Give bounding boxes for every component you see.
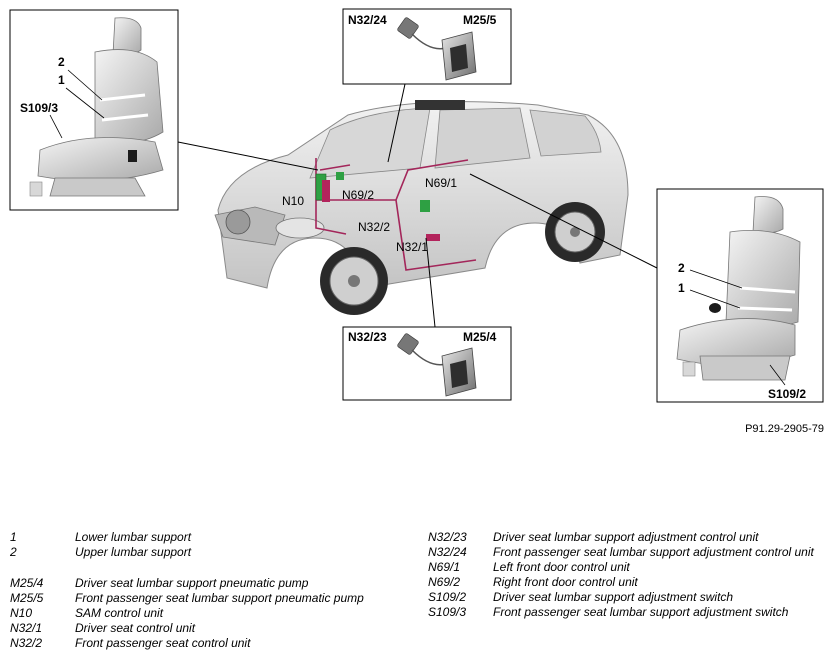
figure-reference: P91.29-2905-79 [745,423,824,435]
legend-description: Front passenger seat lumbar support adju… [493,545,814,559]
leader-line [387,83,406,163]
legend-description: Driver seat control unit [75,621,196,635]
callout-lower-lumbar: 1 [58,73,65,87]
leader-line [49,114,63,139]
leader-line [177,141,319,171]
callout-n32-23: N32/23 [348,330,387,344]
callout-n32-2: N32/2 [358,220,390,234]
legend-description: Lower lumbar support [75,530,192,544]
legend-description: Front passenger seat lumbar support pneu… [75,591,364,605]
callout-upper-lumbar: 2 [58,55,65,69]
callout-m25-5: M25/5 [463,13,497,27]
component-location-diagram: 2 1 S109/3 N32/24 M25/5 [9,8,824,403]
legend-code: 2 [10,545,17,559]
legend-item: N69/2 Right front door control unit [428,575,828,590]
legend-code: N32/23 [428,530,467,544]
legend-item: M25/4 Driver seat lumbar support pneumati… [10,576,410,591]
legend-description: Front passenger seat lumbar support adju… [493,605,789,619]
legend-item: N32/1 Driver seat control unit [10,621,410,636]
legend-description: Driver seat lumbar support adjustment sw… [493,590,734,604]
callout-n69-1: N69/1 [425,176,457,190]
legend-description: Driver seat lumbar support adjustment co… [493,530,759,544]
left-seat-inset: 2 1 S109/3 [9,9,179,211]
legend-item: M25/5 Front passenger seat lumbar support… [10,591,410,606]
legend-description: Front passenger seat control unit [75,636,251,650]
legend-spacer [10,560,410,576]
legend-column-left: 1 Lower lumbar support 2 Upper lumbar suppo… [10,530,410,651]
leader-line [769,364,786,386]
legend-code: M25/4 [10,576,44,590]
legend-code: N32/24 [428,545,467,559]
legend-description: SAM control unit [75,606,164,620]
vehicle-illustration [214,100,629,315]
legend-item: N10 SAM control unit [10,606,410,621]
pneumatic-pump-illustration [441,31,477,81]
callout-n32-1: N32/1 [396,240,428,254]
legend-item: N32/2 Front passenger seat control unit [10,636,410,651]
leader-line [689,269,743,289]
leader-line [469,173,658,269]
callout-s109-2: S109/2 [768,387,806,401]
leader-line [425,237,436,328]
legend-item: 2 Upper lumbar support [10,545,410,560]
passenger-seat-illustration [29,17,164,197]
callout-upper-lumbar: 2 [678,261,685,275]
leader-line [67,69,103,101]
callout-m25-4: M25/4 [463,330,497,344]
callout-n69-2: N69/2 [342,188,374,202]
legend-item: S109/2 Driver seat lumbar support adjustm… [428,590,828,605]
legend-item: 1 Lower lumbar support [10,530,410,545]
control-unit-illustration [397,17,447,50]
legend-item: S109/3 Front passenger seat lumbar suppor… [428,605,828,620]
legend: 1 Lower lumbar support 2 Upper lumbar suppo… [0,530,833,664]
leader-line [65,87,105,119]
legend-code: S109/2 [428,590,467,604]
legend-description: Right front door control unit [493,575,638,589]
legend-code: M25/5 [10,591,44,605]
legend-item: N32/24 Front passenger seat lumbar suppor… [428,545,828,560]
legend-code: N69/1 [428,560,461,574]
legend-description: Left front door control unit [493,560,630,574]
legend-description: Upper lumbar support [75,545,192,559]
top-inset: N32/24 M25/5 [342,8,512,85]
legend-code: S109/3 [428,605,467,619]
legend-code: N32/1 [10,621,43,635]
bottom-inset: N32/23 M25/4 [342,326,512,401]
legend-code: 1 [10,530,17,544]
legend-code: N69/2 [428,575,461,589]
legend-code: N32/2 [10,636,43,650]
leader-line [689,289,741,309]
callout-n32-24: N32/24 [348,13,387,27]
legend-description: Driver seat lumbar support pneumatic pum… [75,576,309,590]
driver-seat-illustration [676,196,801,381]
callout-s109-3: S109/3 [20,101,58,115]
right-seat-inset: 2 1 S109/2 [656,188,824,403]
legend-code: N10 [10,606,33,620]
legend-item: N69/1 Left front door control unit [428,560,828,575]
callout-lower-lumbar: 1 [678,281,685,295]
pneumatic-pump-illustration [441,347,477,397]
callout-n10: N10 [282,194,304,208]
legend-item: N32/23 Driver seat lumbar support adjustm… [428,530,828,545]
